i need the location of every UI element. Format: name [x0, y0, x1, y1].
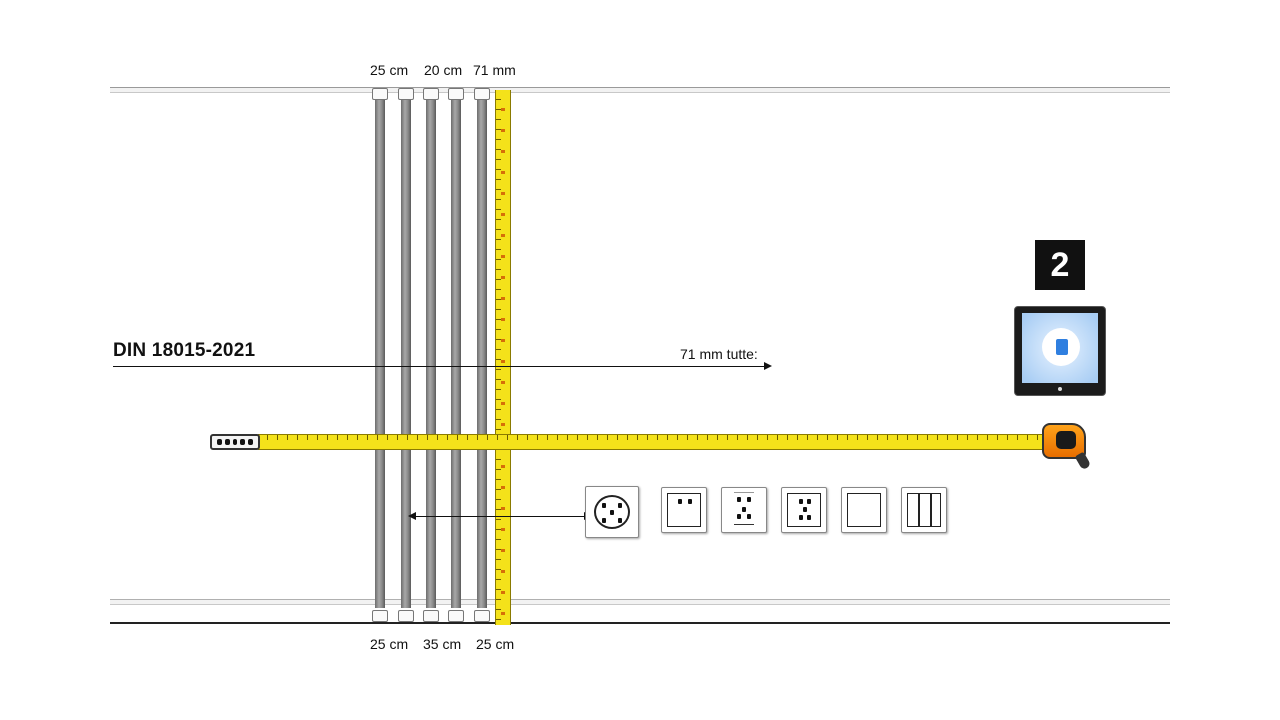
pipe-cap-top [372, 88, 388, 100]
pipe-2 [401, 94, 411, 608]
top-wall-rail [110, 87, 1170, 93]
arrow-left-icon [408, 512, 416, 520]
pipe-4 [451, 94, 461, 608]
top-dimension-label-3: 71 mm [473, 62, 516, 78]
step-number-badge: 2 [1035, 240, 1085, 290]
tape-measure-case-icon [1042, 423, 1092, 471]
tape-hook-end [210, 434, 260, 450]
bottom-dimension-label-3: 25 cm [476, 636, 515, 652]
pipe-3 [426, 94, 436, 608]
pipe-cap-top [448, 88, 464, 100]
multi-pin-socket-icon [721, 487, 767, 533]
standard-title: DIN 18015-2021 [113, 340, 256, 361]
tablet-device-icon [1014, 306, 1106, 396]
standard-arrow-line [113, 366, 768, 367]
pipe-cap-bottom [398, 610, 414, 622]
pipe-1 [375, 94, 385, 608]
top-dimension-label-1: 25 cm [370, 62, 409, 78]
pipe-cap-bottom [448, 610, 464, 622]
pipe-cap-top [423, 88, 439, 100]
dimension-arrow-line [412, 516, 588, 517]
bottom-dimension-label-1: 25 cm [370, 636, 409, 652]
top-dimension-label-2: 20 cm [424, 62, 463, 78]
pipe-cap-bottom [372, 610, 388, 622]
bottom-wall-rail [110, 599, 1170, 605]
pipe-5 [477, 94, 487, 608]
schuko-socket-icon [585, 486, 639, 538]
pipe-cap-top [398, 88, 414, 100]
arrow-right-icon [764, 362, 772, 370]
bottom-dimension-label-2: 35 cm [423, 636, 462, 652]
arrow-note: 71 mm tutte: [680, 346, 758, 362]
horizontal-measuring-tape [258, 434, 1048, 450]
floor-line [110, 622, 1170, 624]
single-switch-icon [841, 487, 887, 533]
triple-switch-icon [901, 487, 947, 533]
pipe-cap-top [474, 88, 490, 100]
vertical-pin-socket-icon [781, 487, 827, 533]
pipe-cap-bottom [423, 610, 439, 622]
pipe-cap-bottom [474, 610, 490, 622]
two-pin-socket-icon [661, 487, 707, 533]
vertical-measuring-tape [495, 90, 511, 625]
